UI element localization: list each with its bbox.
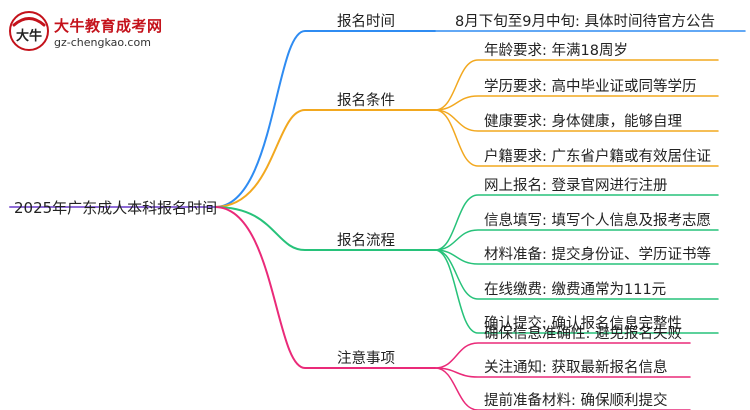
branch-connector [214, 30, 436, 208]
leaf-label: 学历要求: 高中毕业证或同等学历 [484, 79, 697, 95]
site-logo[interactable]: 大牛 大牛教育成考网 gz-chengkao.com [8, 10, 178, 52]
mindmap-root: 2025年广东成人本科报名时间 [14, 199, 218, 217]
branch-label: 注意事项 [337, 351, 395, 367]
leaf-label: 8月下旬至9月中旬: 具体时间待官方公告 [455, 14, 715, 30]
child-connector [434, 249, 719, 265]
child-connector [434, 95, 719, 111]
leaf-label: 户籍要求: 广东省户籍或有效居住证 [484, 149, 711, 165]
branch-connector [214, 206, 436, 251]
branch-label: 报名流程 [337, 233, 395, 249]
leaf-label: 材料准备: 提交身份证、学历证书等 [484, 247, 711, 263]
leaf-label: 确保信息准确性: 避免报名失败 [484, 326, 682, 342]
logo-title: 大牛教育成考网 [54, 17, 163, 35]
leaf-label: 健康要求: 身体健康，能够自理 [484, 114, 682, 130]
child-connector [434, 194, 719, 251]
child-connector [434, 229, 719, 251]
child-connector [434, 109, 719, 167]
leaf-label: 在线缴费: 缴费通常为111元 [484, 282, 667, 298]
svg-text:大牛: 大牛 [16, 28, 42, 44]
branch-label: 报名时间 [337, 14, 395, 30]
leaf-label: 网上报名: 登录官网进行注册 [484, 178, 668, 194]
leaf-label: 关注通知: 获取最新报名信息 [484, 360, 668, 376]
logo-url: gz-chengkao.com [54, 36, 151, 49]
leaf-label: 年龄要求: 年满18周岁 [484, 43, 628, 59]
child-connector [434, 342, 691, 369]
logo-mark-icon: 大牛 [9, 11, 49, 51]
branch-connector [214, 109, 436, 208]
child-connector [434, 109, 719, 132]
branch-label: 报名条件 [337, 93, 395, 109]
child-connector [434, 249, 719, 300]
leaf-label: 提前准备材料: 确保顺利提交 [484, 393, 668, 409]
child-connector [434, 367, 691, 378]
branch-connector [214, 206, 436, 369]
child-connector [434, 59, 719, 111]
leaf-label: 确认提交: 确认报名信息完整性 [484, 316, 682, 332]
leaf-label: 信息填写: 填写个人信息及报考志愿 [484, 213, 711, 229]
child-connector [434, 249, 719, 334]
